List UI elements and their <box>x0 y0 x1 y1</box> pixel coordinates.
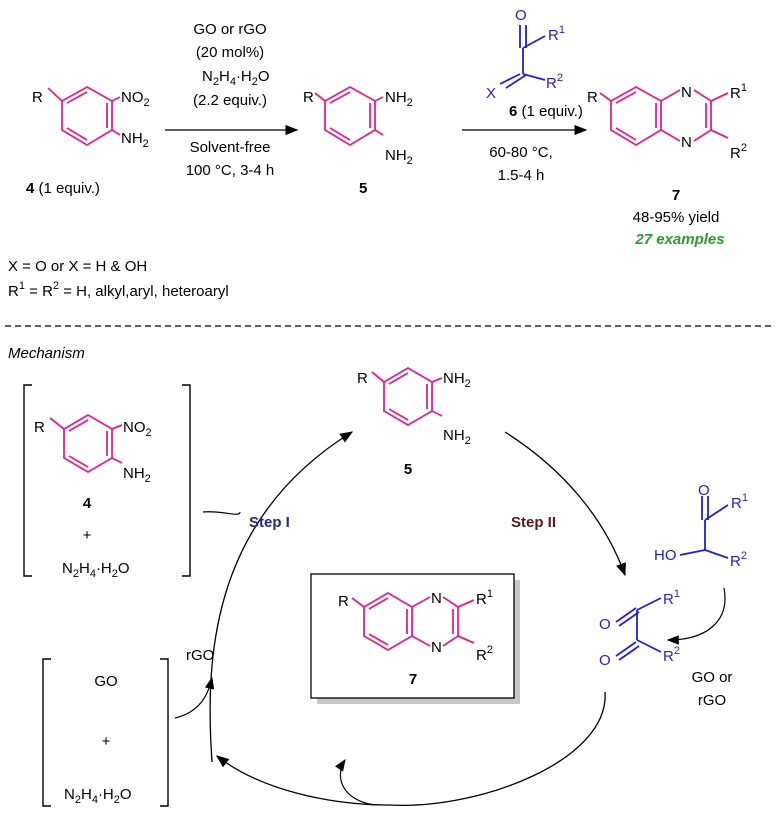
catalyst-loading: (20 mol%) <box>196 44 264 61</box>
nitro-label: NO2 <box>121 89 150 109</box>
svg-text:R2: R2 <box>546 72 563 92</box>
hydroxy-ketone-structure: O R1 HO R2 <box>654 482 748 570</box>
mechanism-compound-7-number: 7 <box>409 671 417 688</box>
cycle-arc-left <box>209 431 354 763</box>
svg-text:R: R <box>34 419 45 436</box>
mechanism-title: Mechanism <box>8 345 85 362</box>
svg-text:N: N <box>681 84 692 101</box>
cycle-arc-right <box>504 431 626 577</box>
compound-7-number: 7 <box>672 187 680 204</box>
reactant-bracket-top <box>23 384 191 577</box>
svg-text:O: O <box>698 482 710 499</box>
mechanism-compound-4-number: 4 <box>83 495 92 512</box>
regeneration-arrow <box>174 676 215 719</box>
svg-text:NH2: NH2 <box>443 370 471 390</box>
amine-label: NH2 <box>121 130 149 150</box>
svg-text:NO2: NO2 <box>123 419 152 439</box>
svg-text:O: O <box>515 7 527 24</box>
svg-text:R: R <box>338 593 349 610</box>
plus-sign-2: + <box>102 733 111 750</box>
product-release-arrow <box>335 759 376 806</box>
x-definition: X = O or X = H & OH <box>8 258 147 275</box>
r-definition: R1 = R2 = H, alkyl,aryl, heteroaryl <box>8 280 229 300</box>
svg-text:X: X <box>486 85 496 102</box>
svg-text:R2: R2 <box>663 645 680 665</box>
rgo-label-right: rGO <box>698 692 726 709</box>
svg-text:R1: R1 <box>663 588 680 608</box>
svg-text:R: R <box>303 89 314 106</box>
svg-text:R1: R1 <box>730 82 747 102</box>
mechanism-compound-4: R NO2 NH2 <box>34 413 152 485</box>
reactant-bracket-bottom <box>42 658 169 807</box>
svg-text:R: R <box>357 370 368 387</box>
compound-5-structure: R NH2 NH2 <box>303 85 413 167</box>
svg-text:NH2: NH2 <box>123 465 151 485</box>
diketone-structure: O R1 O R2 <box>599 588 680 669</box>
oxidation-arrow <box>666 587 726 645</box>
svg-text:O: O <box>599 652 611 669</box>
compound-5-number: 5 <box>359 180 367 197</box>
compound-4-caption: 4 (1 equiv.) <box>26 180 100 197</box>
conditions-time: 1.5-4 h <box>498 167 545 184</box>
hydrazine-label-3: N2H4·H2O <box>64 786 132 806</box>
r-group-label: R <box>32 89 43 106</box>
hydrazine-equiv: (2.2 equiv.) <box>193 92 267 109</box>
conditions-temp: 60-80 °C, <box>489 144 553 161</box>
plus-sign-1: + <box>83 527 92 544</box>
mechanism-compound-5-number: 5 <box>404 461 412 478</box>
svg-text:R1: R1 <box>731 492 748 512</box>
hydrazine-label: N2H4·H2O <box>202 68 270 88</box>
svg-text:O: O <box>599 616 611 633</box>
catalyst-label: GO or rGO <box>193 21 266 38</box>
svg-text:NH2: NH2 <box>385 147 413 167</box>
svg-text:HO: HO <box>654 547 677 564</box>
mechanism-compound-5: R NH2 NH2 <box>357 366 471 447</box>
hydrazine-label-2: N2H4·H2O <box>62 560 130 580</box>
svg-text:N: N <box>681 134 692 151</box>
compound-6-caption: 6 (1 equiv.) <box>509 103 583 120</box>
temperature-label: 100 °C, 3-4 h <box>186 162 275 179</box>
step-2-label: Step II <box>511 514 556 531</box>
svg-text:R2: R2 <box>730 142 747 162</box>
svg-text:NH2: NH2 <box>385 89 413 109</box>
svg-text:R2: R2 <box>476 644 493 664</box>
svg-text:NH2: NH2 <box>443 427 471 447</box>
svg-text:N: N <box>431 590 442 607</box>
compound-7-structure: R N N R1 R2 <box>587 82 747 162</box>
compound-6-structure: O R1 X R2 <box>486 7 565 102</box>
yield-label: 48-95% yield <box>633 209 720 226</box>
svg-text:R2: R2 <box>730 550 747 570</box>
examples-label: 27 examples <box>634 231 724 248</box>
step-1-label: Step I <box>249 514 290 531</box>
solvent-label: Solvent-free <box>190 139 271 156</box>
svg-text:R1: R1 <box>548 24 565 44</box>
go-or-label: GO or <box>692 669 733 686</box>
svg-text:N: N <box>431 639 442 656</box>
rgo-label-left: rGO <box>186 647 214 664</box>
compound-4-structure: R NO2 NH2 <box>32 85 150 150</box>
go-label-bottom: GO <box>94 673 117 690</box>
svg-text:R: R <box>587 89 598 106</box>
svg-text:R1: R1 <box>476 588 493 608</box>
entry-arrow-step1 <box>202 511 241 515</box>
mechanism-compound-7: R N N R1 R2 <box>338 588 493 664</box>
cycle-arc-bottom <box>215 691 606 806</box>
